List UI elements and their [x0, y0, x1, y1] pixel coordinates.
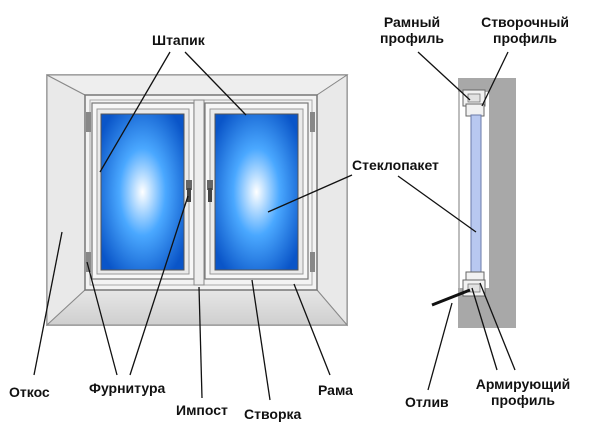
label-armiruyushchy-profil-line2: профиль: [491, 392, 555, 408]
label-stvorochny-profil-line2: профиль: [493, 30, 557, 46]
hinge-left-bottom: [86, 252, 91, 272]
section-wall: [489, 78, 516, 288]
label-armiruyushchy-profil-line1: Армирующий: [475, 376, 571, 392]
handle-left-icon: [186, 180, 192, 202]
label-stvorka: Створка: [244, 406, 302, 422]
section-sash-profile-top: [465, 103, 485, 117]
label-furnitura: Фурнитура: [89, 380, 166, 396]
section-glass-unit: [470, 114, 482, 276]
section-left-gap: [458, 92, 460, 288]
window-front-view: [45, 74, 349, 327]
label-otliv: Отлив: [405, 394, 449, 410]
reveal-top-slope: [46, 74, 349, 96]
reveal-bottom-slope: [45, 289, 349, 326]
handle-right-icon: [207, 180, 213, 202]
label-ramny-profil-line1: Рамный: [383, 14, 441, 30]
reveal-left-slope: [46, 74, 86, 327]
section-drip: [431, 288, 471, 307]
label-shtapik: Штапик: [152, 32, 205, 48]
impost: [193, 99, 205, 286]
label-armiruyushchy-profil: Армирующий профиль: [475, 376, 571, 408]
hinge-right-bottom: [310, 252, 315, 272]
label-ramny-profil-line2: профиль: [380, 30, 444, 46]
label-steklopaket: Стеклопакет: [352, 157, 439, 173]
reveal-right-slope: [316, 74, 348, 327]
label-rama: Рама: [318, 382, 353, 398]
window-cross-section: [431, 78, 516, 328]
glass-right: [214, 113, 299, 271]
hinge-right-top: [310, 112, 315, 132]
label-stvorochny-profil-line1: Створочный: [481, 14, 569, 30]
label-otkos: Откос: [9, 384, 50, 400]
label-stvorochny-profil: Створочный профиль: [479, 14, 571, 46]
label-impost: Импост: [176, 402, 228, 418]
label-ramny-profil: Рамный профиль: [374, 14, 450, 46]
leader-lines: [33, 51, 516, 401]
glass-left: [100, 113, 185, 271]
hinge-left-top: [86, 112, 91, 132]
